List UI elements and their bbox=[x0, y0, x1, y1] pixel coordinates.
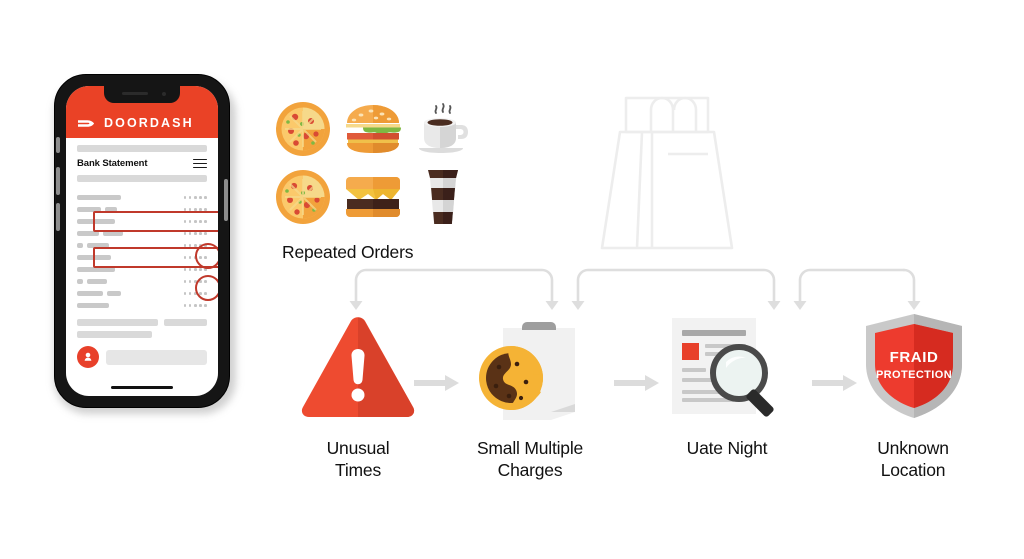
phone-screen: DOORDASH Bank Statement bbox=[66, 86, 218, 396]
flow-step-small-multiple-charges bbox=[464, 310, 596, 422]
statement-subheader-placeholder bbox=[77, 175, 207, 182]
fraud-signal-flow: FRAID PROTECTION Unusual Times Small Mul… bbox=[284, 310, 996, 480]
transaction-amount-dots bbox=[183, 304, 207, 307]
transaction-row[interactable] bbox=[77, 229, 207, 238]
flagged-amount-circle-1 bbox=[195, 243, 218, 269]
transaction-amount-dots bbox=[183, 268, 207, 271]
flow-label-unusual-times: Unusual Times bbox=[326, 438, 390, 480]
transaction-label-placeholder bbox=[77, 207, 101, 212]
arrow-right-icon bbox=[812, 374, 860, 397]
shield-text-line-1: FRAID bbox=[890, 349, 939, 366]
transaction-amount-dots bbox=[183, 220, 207, 223]
transaction-row[interactable] bbox=[77, 277, 207, 286]
transaction-label-placeholder bbox=[77, 267, 115, 272]
transaction-label-placeholder bbox=[77, 279, 83, 284]
phone-power-button[interactable] bbox=[224, 179, 228, 221]
transaction-amount-dots bbox=[183, 208, 207, 211]
statement-title: Bank Statement bbox=[77, 158, 148, 169]
transaction-label-placeholder bbox=[107, 291, 121, 296]
transaction-label-placeholder bbox=[77, 303, 109, 308]
shield-text-line-2: PROTECTION bbox=[876, 369, 952, 381]
bank-statement-body: Bank Statement bbox=[66, 138, 218, 368]
account-row[interactable] bbox=[77, 346, 207, 368]
flow-step-late-night bbox=[662, 310, 794, 422]
transaction-row[interactable] bbox=[77, 193, 207, 202]
flow-label-unknown-location: Unknown Location bbox=[877, 438, 949, 480]
phone-volume-up-button[interactable] bbox=[56, 167, 60, 195]
transaction-label-placeholder bbox=[87, 243, 109, 248]
arrow-right-icon bbox=[414, 374, 462, 397]
takeaway-coffee-icon bbox=[412, 164, 474, 230]
pizza-icon bbox=[272, 164, 334, 230]
home-indicator-bar bbox=[111, 386, 173, 389]
flagged-transaction-box-1 bbox=[93, 211, 218, 232]
flow-step-unknown-location: FRAID PROTECTION bbox=[848, 310, 980, 422]
burger-icon bbox=[342, 96, 404, 162]
account-input-field[interactable] bbox=[106, 349, 207, 365]
statement-footer bbox=[77, 319, 207, 368]
transaction-label-placeholder bbox=[87, 279, 107, 284]
repeated-orders-food-grid bbox=[272, 96, 474, 230]
repeated-orders-label: Repeated Orders bbox=[282, 242, 414, 262]
smartphone-mockup: DOORDASH Bank Statement bbox=[48, 72, 238, 414]
phone-notch bbox=[104, 86, 180, 103]
warning-triangle-icon bbox=[292, 310, 424, 422]
footer-placeholder-1 bbox=[77, 319, 159, 326]
doordash-logo: DOORDASH bbox=[78, 116, 194, 130]
flow-label-small-multiple-charges: Small Multiple Charges bbox=[476, 438, 584, 480]
doordash-chevron-icon bbox=[78, 118, 97, 129]
transaction-label-placeholder bbox=[77, 291, 103, 296]
transaction-row[interactable] bbox=[77, 265, 207, 274]
doordash-wordmark: DOORDASH bbox=[104, 116, 194, 130]
transaction-label-placeholder bbox=[103, 231, 123, 236]
branching-arrows bbox=[330, 258, 930, 319]
flagged-amount-circle-2 bbox=[195, 275, 218, 301]
phone-body: DOORDASH Bank Statement bbox=[54, 74, 230, 408]
footer-placeholder-3 bbox=[77, 331, 153, 338]
pizza-icon bbox=[272, 96, 334, 162]
transaction-amount-dots bbox=[183, 232, 207, 235]
transaction-label-placeholder bbox=[105, 207, 117, 212]
transaction-list bbox=[77, 193, 218, 310]
hamburger-menu-icon[interactable] bbox=[193, 158, 207, 169]
transaction-label-placeholder bbox=[77, 219, 115, 224]
transaction-label-placeholder bbox=[77, 195, 121, 200]
statement-title-row: Bank Statement bbox=[77, 158, 207, 169]
coffee-cup-icon bbox=[412, 96, 474, 162]
transaction-row[interactable] bbox=[77, 289, 207, 298]
front-camera bbox=[162, 91, 166, 96]
phone-mute-switch[interactable] bbox=[56, 137, 60, 153]
earpiece-speaker bbox=[122, 92, 148, 95]
document-magnifier-icon bbox=[662, 310, 794, 422]
user-avatar-icon bbox=[77, 346, 99, 368]
phone-volume-down-button[interactable] bbox=[56, 203, 60, 231]
transaction-row[interactable] bbox=[77, 217, 207, 226]
statement-top-placeholder bbox=[77, 145, 207, 152]
transaction-amount-dots bbox=[183, 196, 207, 199]
transaction-row[interactable] bbox=[77, 205, 207, 214]
paper-bag-icon bbox=[596, 92, 738, 259]
flagged-transaction-box-2 bbox=[93, 247, 218, 268]
transaction-label-placeholder bbox=[77, 231, 99, 236]
flow-step-unusual-times bbox=[292, 310, 424, 422]
pizza-clipboard-icon bbox=[464, 310, 596, 422]
transaction-label-placeholder bbox=[77, 243, 83, 248]
footer-placeholder-2 bbox=[164, 319, 207, 326]
flow-label-late-night: Uate Night bbox=[686, 438, 768, 458]
transaction-row[interactable] bbox=[77, 301, 207, 310]
arrow-right-icon bbox=[614, 374, 662, 397]
fraud-shield-icon: FRAID PROTECTION bbox=[848, 310, 980, 422]
cheeseburger-icon bbox=[342, 164, 404, 230]
